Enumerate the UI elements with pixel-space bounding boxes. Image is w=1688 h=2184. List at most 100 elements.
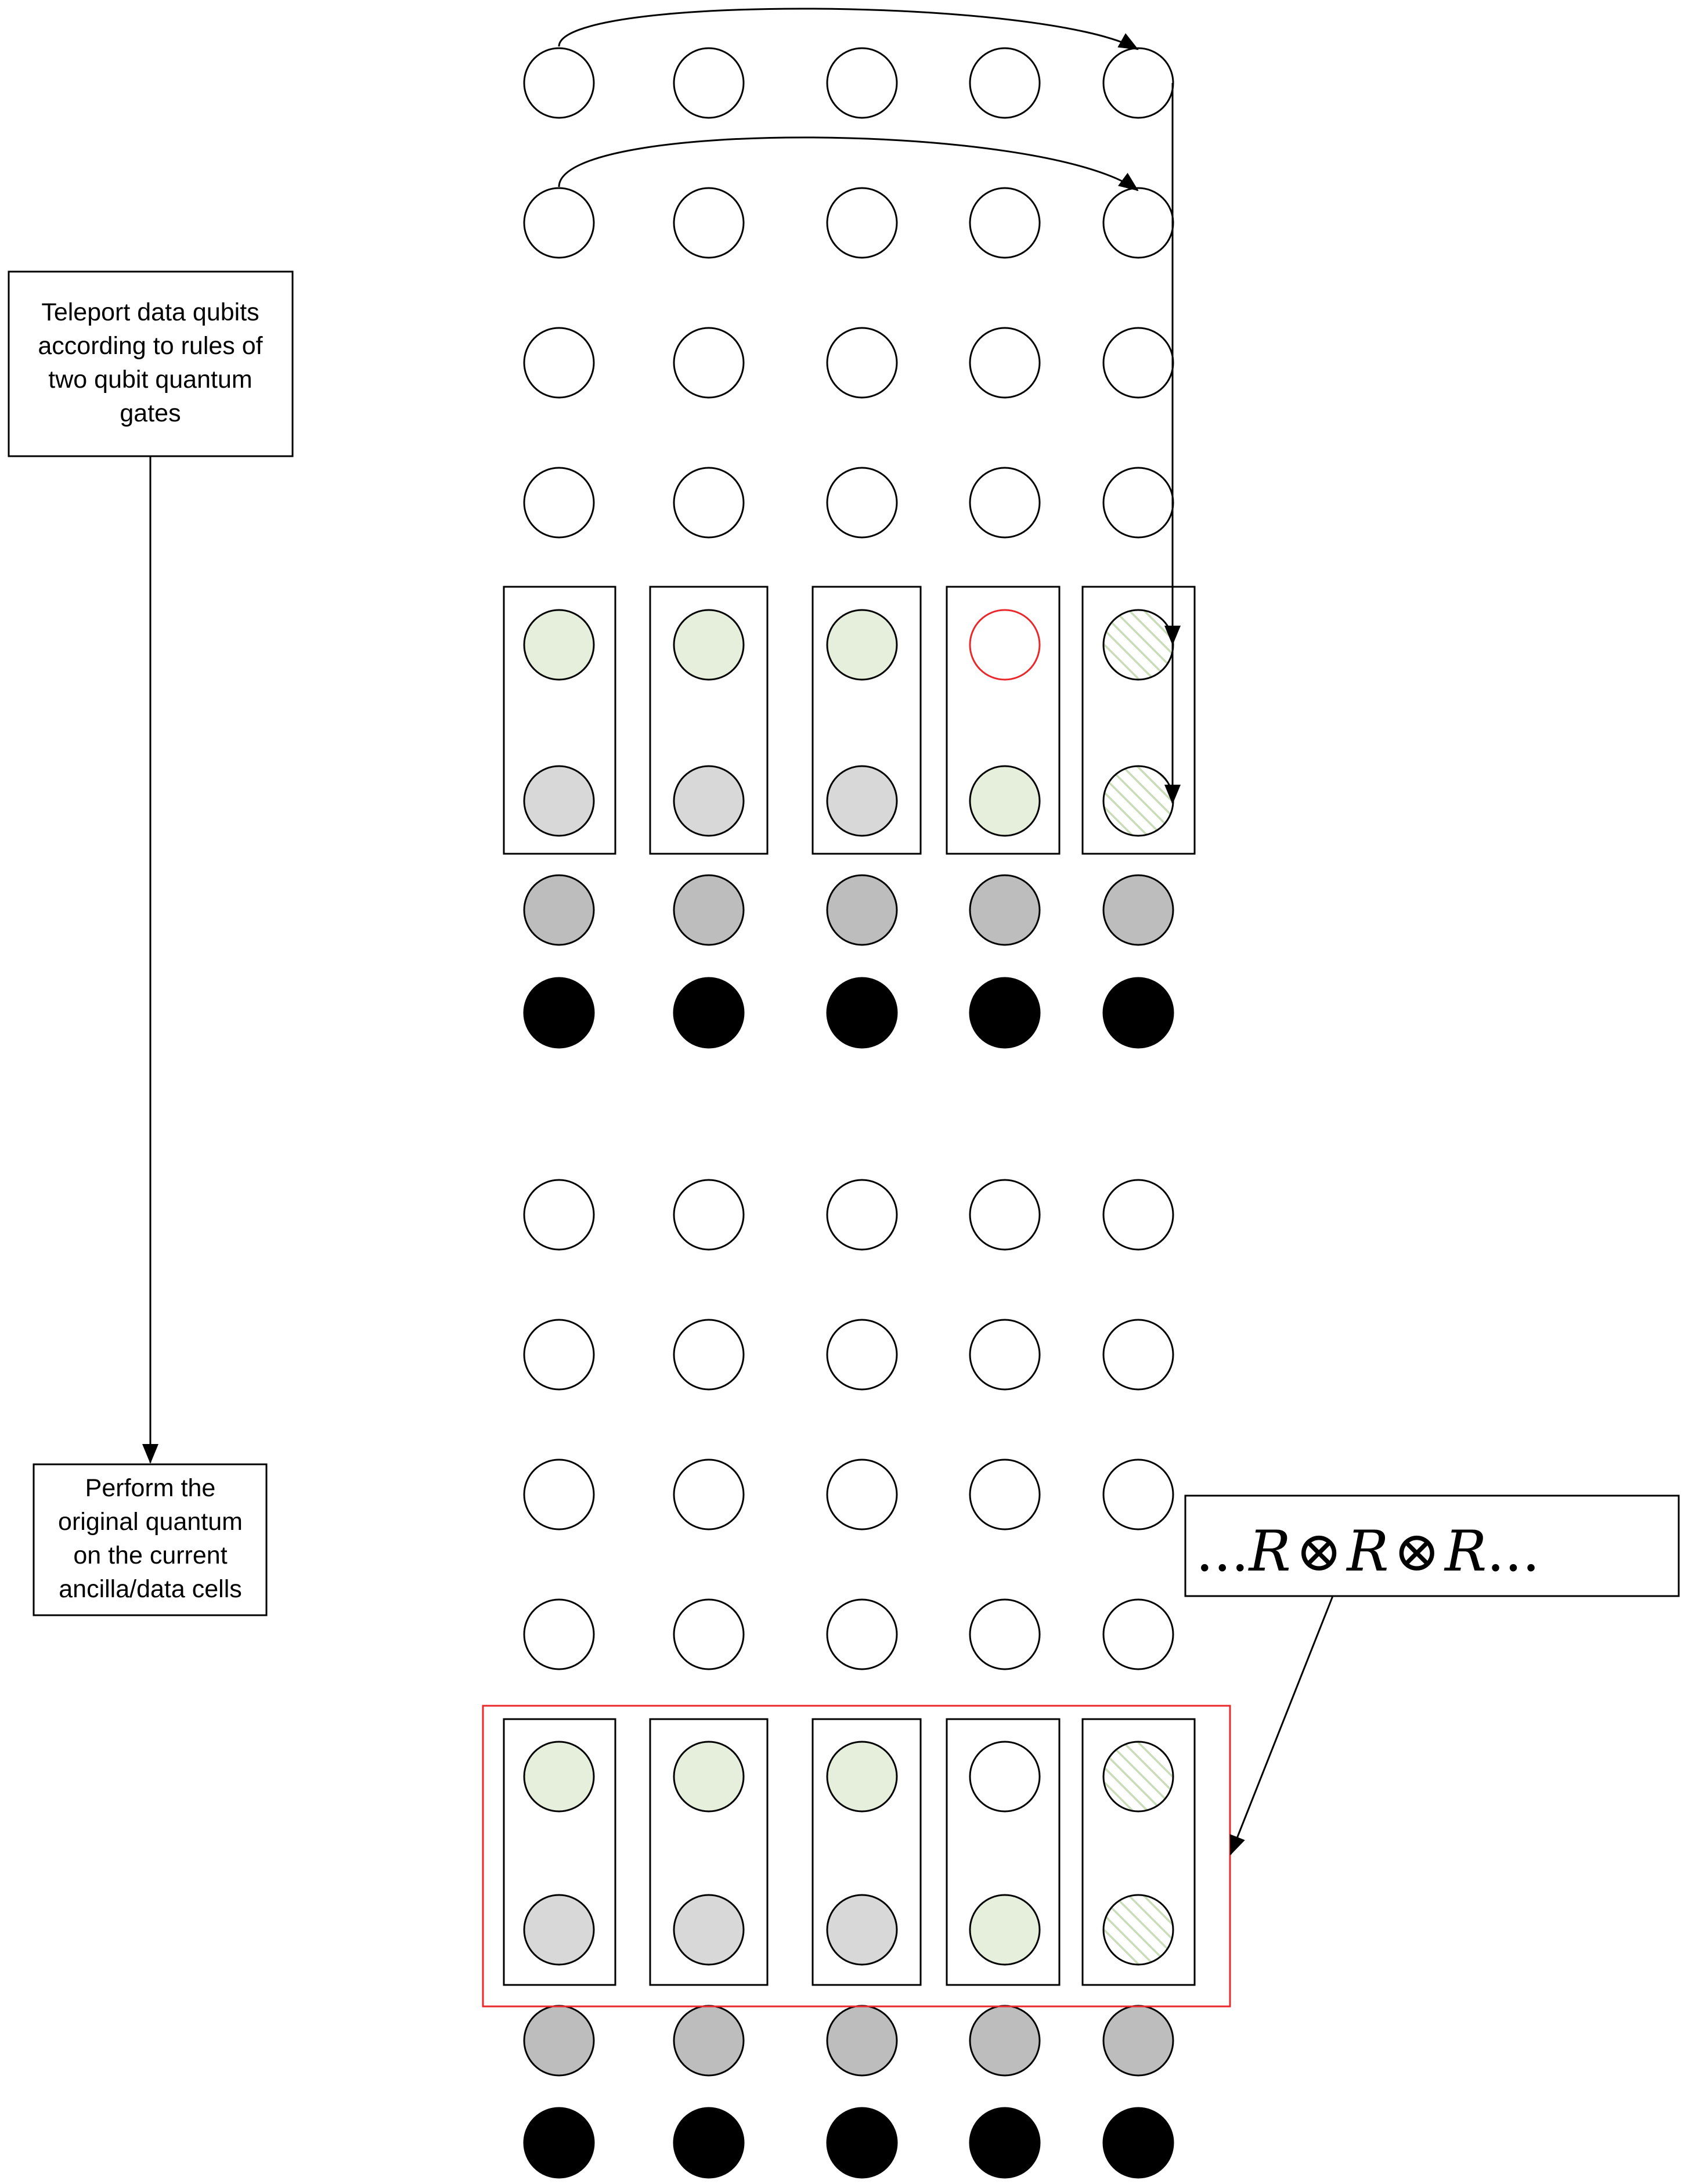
ancilla-qubit-icon bbox=[523, 2005, 595, 2077]
perform-label-line-4: ancilla/data cells bbox=[59, 1575, 242, 1603]
qubit-circle-icon bbox=[969, 467, 1041, 539]
data-qubit-icon bbox=[673, 1741, 745, 1813]
qubit-circle-icon bbox=[1102, 47, 1174, 119]
measured-qubit-icon bbox=[1102, 977, 1174, 1049]
data-cell-box bbox=[1081, 586, 1196, 855]
qubit-circle-icon bbox=[673, 187, 745, 259]
tensor-product-expression: ...R⊗R⊗R... bbox=[1196, 1519, 1540, 1584]
ancilla-qubit-icon bbox=[826, 1894, 898, 1966]
qubit-circle-icon bbox=[826, 1598, 898, 1670]
data-qubit-icon bbox=[1102, 609, 1174, 681]
qubit-circle-icon bbox=[523, 327, 595, 399]
active-cells-highlight bbox=[482, 1705, 1231, 2008]
qubit-circle-icon bbox=[673, 467, 745, 539]
data-cell-box bbox=[946, 586, 1061, 855]
ancilla-qubit-icon bbox=[826, 874, 898, 946]
teleport-label-line-1: Teleport data qubits bbox=[41, 298, 259, 326]
measured-qubit-icon bbox=[673, 2107, 745, 2179]
ancilla-qubit-icon bbox=[826, 765, 898, 837]
data-cell-box bbox=[811, 586, 922, 855]
qubit-circle-icon bbox=[673, 1319, 745, 1391]
qubit-circle-icon bbox=[673, 1598, 745, 1670]
qubit-circle-icon bbox=[673, 47, 745, 119]
qubit-circle-icon bbox=[673, 327, 745, 399]
ancilla-qubit-icon bbox=[523, 1894, 595, 1966]
ancilla-qubit-icon bbox=[673, 1894, 745, 1966]
measured-qubit-icon bbox=[1102, 2107, 1174, 2179]
qubit-circle-icon bbox=[523, 1179, 595, 1251]
qubit-circle-icon bbox=[826, 1319, 898, 1391]
qubit-circle-icon bbox=[523, 467, 595, 539]
teleport-label-line-4: gates bbox=[120, 399, 181, 427]
qubit-circle-icon bbox=[826, 1179, 898, 1251]
qubit-grid-before bbox=[503, 47, 1196, 1049]
data-cell-box bbox=[811, 1718, 922, 1986]
qubit-circle-icon bbox=[1102, 1179, 1174, 1251]
perform-label-line-2: original quantum bbox=[58, 1508, 243, 1536]
qubit-circle-icon bbox=[1102, 187, 1174, 259]
qubit-circle-icon bbox=[969, 1179, 1041, 1251]
teleport-arc-row-1 bbox=[558, 8, 1139, 50]
data-cell-box bbox=[649, 1718, 769, 1986]
teleport-label-line-2: according to rules of bbox=[38, 332, 263, 360]
qubit-circle-icon bbox=[523, 187, 595, 259]
qubit-circle-icon bbox=[969, 1598, 1041, 1670]
qubit-circle-icon bbox=[523, 47, 595, 119]
measured-qubit-icon bbox=[826, 2107, 898, 2179]
qubit-circle-icon bbox=[969, 187, 1041, 259]
teleport-label-line-3: two qubit quantum bbox=[48, 366, 252, 394]
ancilla-qubit-icon bbox=[969, 1894, 1041, 1966]
ancilla-qubit-icon bbox=[1102, 1894, 1174, 1966]
qubit-circle-icon bbox=[826, 467, 898, 539]
teleport-arc-row-2 bbox=[558, 136, 1139, 192]
qubit-circle-icon bbox=[826, 47, 898, 119]
perform-label-box: Perform the original quantum on the curr… bbox=[33, 1463, 268, 1616]
data-cell-box bbox=[503, 1718, 616, 1986]
ancilla-qubit-icon bbox=[1102, 2005, 1174, 2077]
qubit-circle-icon bbox=[826, 1459, 898, 1530]
qubit-circle-icon bbox=[1102, 327, 1174, 399]
data-qubit-icon bbox=[969, 1741, 1041, 1813]
qubit-circle-icon bbox=[826, 327, 898, 399]
ancilla-qubit-icon bbox=[523, 765, 595, 837]
data-qubit-icon bbox=[969, 609, 1041, 681]
measured-qubit-icon bbox=[969, 977, 1041, 1049]
ancilla-qubit-icon bbox=[673, 874, 745, 946]
perform-label-line-3: on the current bbox=[73, 1542, 227, 1569]
qubit-circle-icon bbox=[969, 1319, 1041, 1391]
ancilla-qubit-icon bbox=[826, 2005, 898, 2077]
ancilla-qubit-icon bbox=[673, 2005, 745, 2077]
qubit-circle-icon bbox=[969, 1459, 1041, 1530]
measured-qubit-icon bbox=[673, 977, 745, 1049]
data-cell-box bbox=[649, 586, 769, 855]
qubit-circle-icon bbox=[1102, 1459, 1174, 1530]
qubit-circle-icon bbox=[969, 327, 1041, 399]
ancilla-qubit-icon bbox=[1102, 874, 1174, 946]
qubit-circle-icon bbox=[1102, 1598, 1174, 1670]
tensor-pointer-arrow bbox=[1229, 1595, 1334, 1856]
ancilla-qubit-icon bbox=[523, 874, 595, 946]
data-qubit-icon bbox=[826, 609, 898, 681]
qubit-circle-icon bbox=[673, 1459, 745, 1530]
qubit-circle-icon bbox=[1102, 467, 1174, 539]
qubit-circle-icon bbox=[1102, 1319, 1174, 1391]
ancilla-qubit-icon bbox=[969, 765, 1041, 837]
qubit-circle-icon bbox=[523, 1319, 595, 1391]
data-cell-box bbox=[946, 1718, 1061, 1986]
qubit-circle-icon bbox=[826, 187, 898, 259]
measured-qubit-icon bbox=[969, 2107, 1041, 2179]
ancilla-qubit-icon bbox=[673, 765, 745, 837]
measured-qubit-icon bbox=[523, 977, 595, 1049]
measured-qubit-icon bbox=[523, 2107, 595, 2179]
data-qubit-icon bbox=[673, 609, 745, 681]
ancilla-qubit-icon bbox=[969, 874, 1041, 946]
ancilla-qubit-icon bbox=[969, 2005, 1041, 2077]
perform-label-line-1: Perform the bbox=[85, 1474, 216, 1502]
data-qubit-icon bbox=[1102, 1741, 1174, 1813]
qubit-grid-after bbox=[482, 1179, 1231, 2179]
data-cell-box bbox=[1081, 1718, 1196, 1986]
data-cell-box bbox=[503, 586, 616, 855]
qubit-circle-icon bbox=[523, 1459, 595, 1530]
teleport-label-box: Teleport data qubits according to rules … bbox=[8, 270, 294, 457]
data-qubit-icon bbox=[523, 609, 595, 681]
